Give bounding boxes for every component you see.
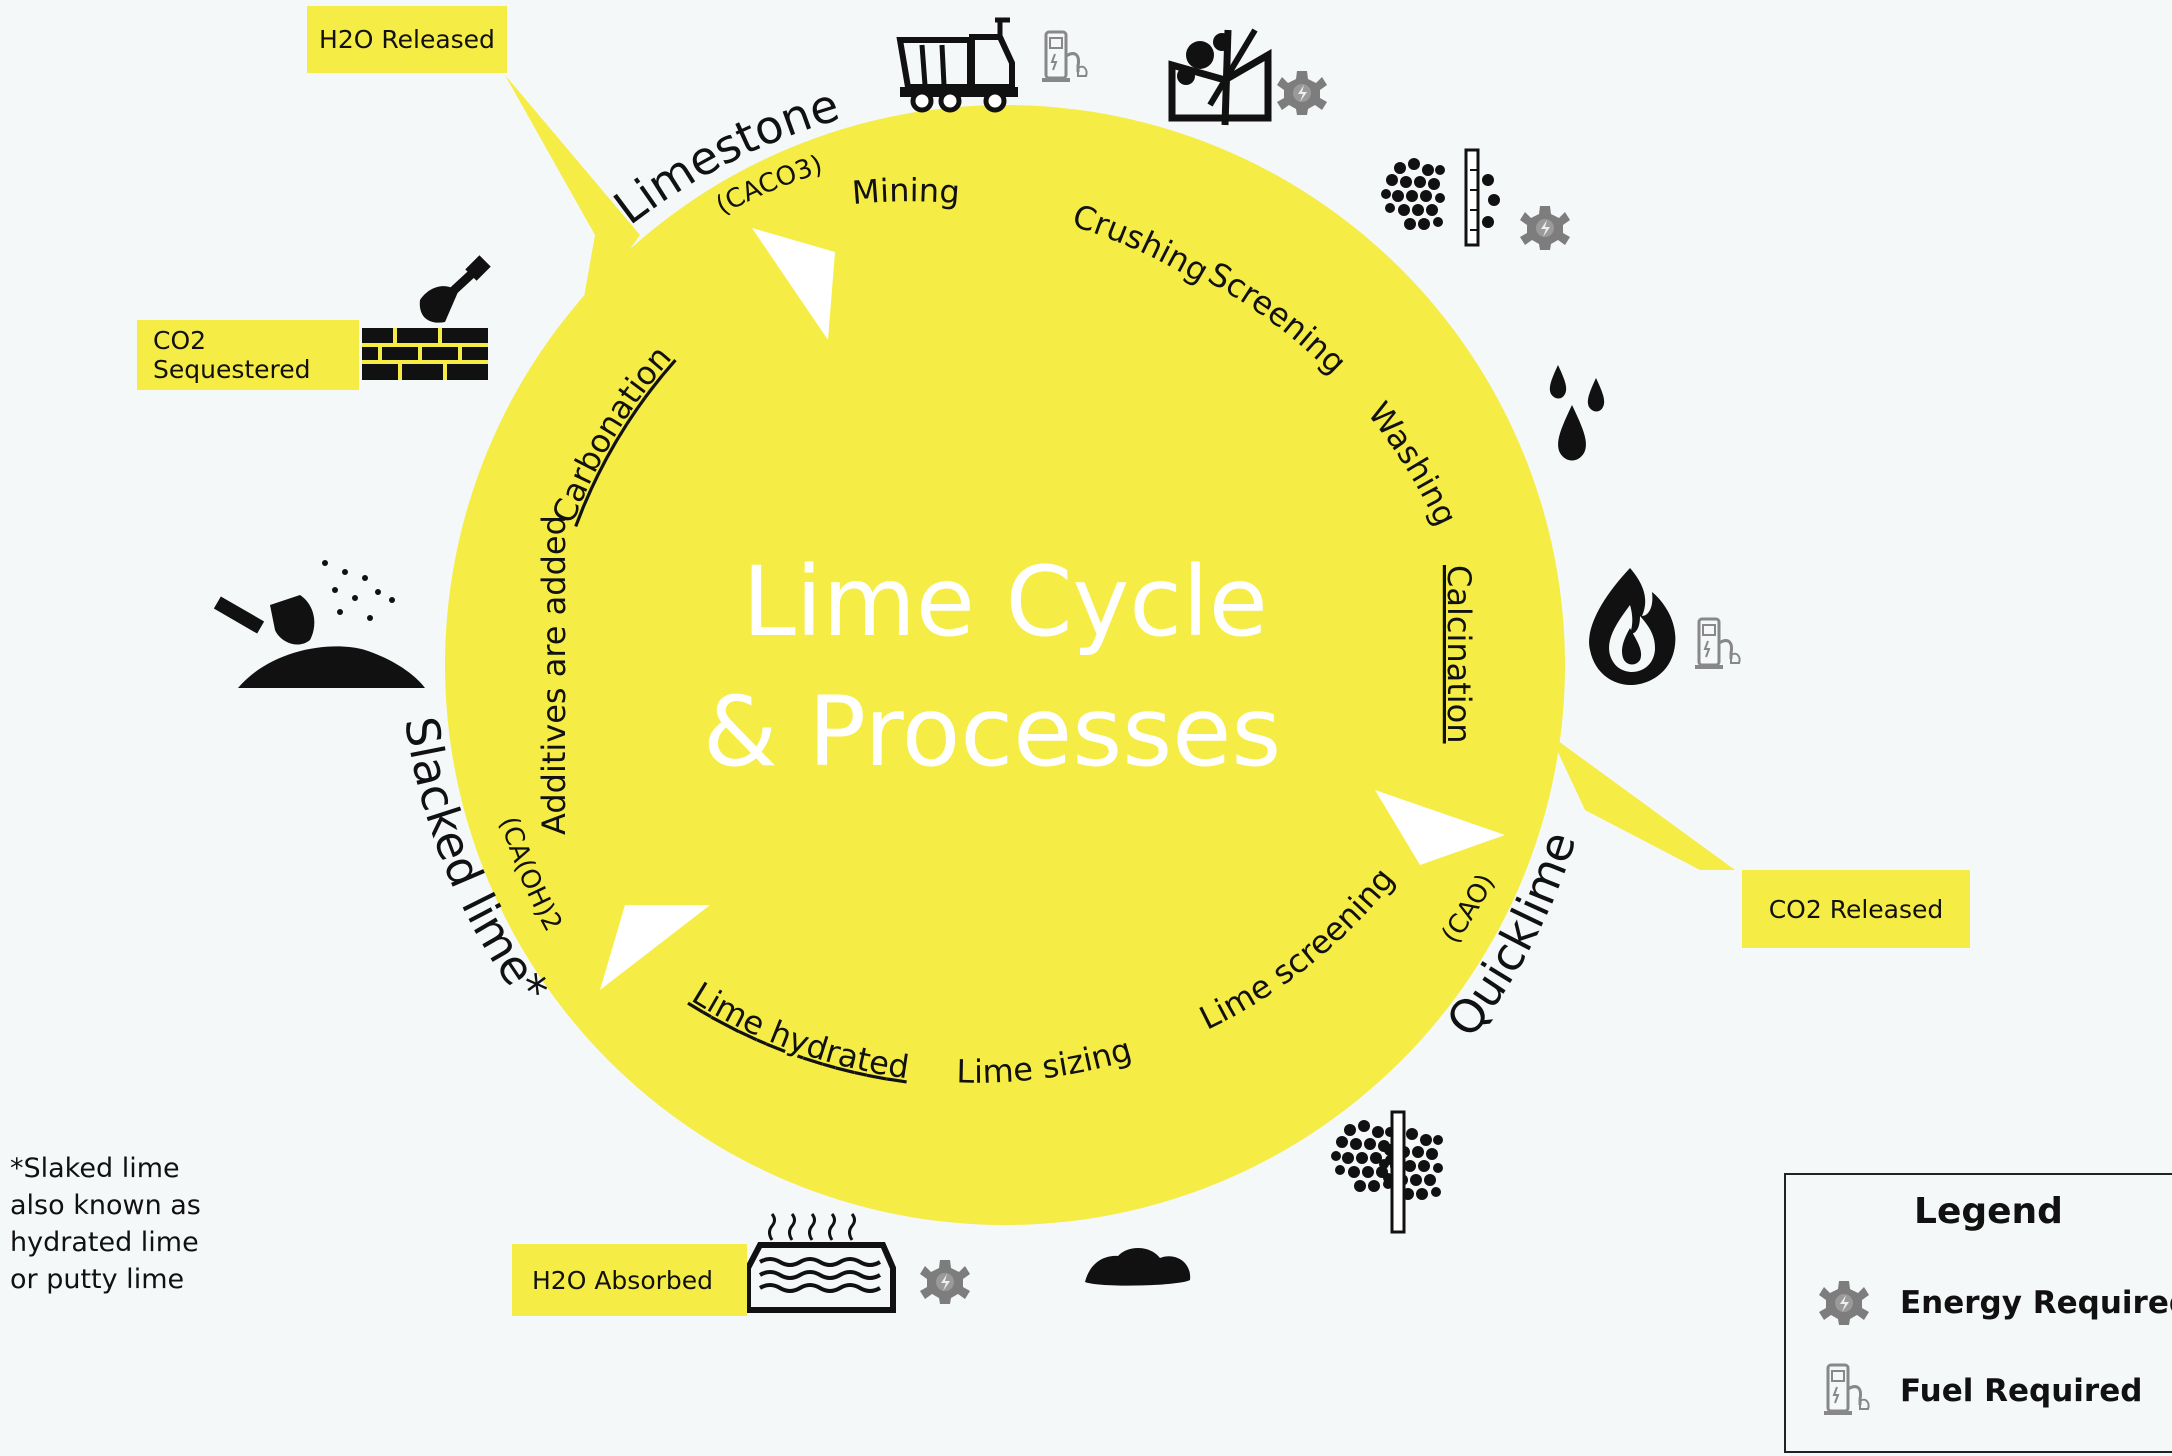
arrow-limestone [752, 228, 835, 340]
h2o-released-tail [505, 75, 640, 320]
crusher-icon [1168, 28, 1272, 126]
process-label-mining: Mining [851, 171, 962, 212]
gear-icon-screening [1520, 206, 1570, 250]
footnote-line: hydrated lime [10, 1227, 199, 1258]
legend-row-energy: Energy Required [1816, 1275, 2172, 1331]
fuel-pump-icon [1822, 1363, 1871, 1417]
callout-h2o-absorbed: H2O Absorbed [512, 1244, 747, 1316]
diagram-title-line1: Lime Cycle [742, 546, 1268, 658]
callout-h2o-released: H2O Released [307, 6, 507, 73]
process-label-additives: Additives are added [535, 515, 573, 835]
trowel-brick-icon [362, 255, 491, 380]
hydration-tank-icon [745, 1213, 896, 1313]
gear-icon-hydration [920, 1260, 970, 1304]
co2-released-tail [1550, 735, 1735, 870]
cycle-circle [445, 105, 1565, 1225]
lime-lumps-icon [1085, 1247, 1191, 1286]
gear-icon [1819, 1281, 1869, 1325]
legend-title: Legend [1914, 1191, 2063, 1232]
arrow-quicklime [1375, 790, 1505, 865]
fuel-pump-icon-calcination [1693, 617, 1742, 671]
diagram-title-line2: & Processes [703, 676, 1282, 788]
callout-co2-released: CO2 Released [1742, 870, 1970, 948]
process-label-calcination: Calcination [1440, 565, 1478, 744]
dump-truck-icon [896, 17, 1018, 113]
footnote-line: *Slaked lime [10, 1153, 180, 1184]
gravel-sieve-icon [1381, 148, 1500, 247]
footnote: *Slaked lime also known as hydrated lime… [10, 1150, 201, 1298]
quicklime-gravel-icon [1331, 1110, 1443, 1234]
fire-icon [1589, 568, 1676, 685]
footnote-line: also known as [10, 1190, 201, 1221]
water-drops-icon [1549, 365, 1605, 461]
legend-row-fuel: Fuel Required [1816, 1363, 2142, 1419]
gear-icon-crushing [1277, 71, 1327, 115]
footnote-line: or putty lime [10, 1264, 185, 1295]
legend-fuel-label: Fuel Required [1900, 1373, 2143, 1409]
legend-box: Legend Energy Required Fuel Required [1784, 1173, 2172, 1453]
callout-co2-sequestered: CO2 Sequestered [137, 320, 359, 390]
legend-energy-label: Energy Required [1900, 1285, 2172, 1321]
fuel-pump-icon-truck [1040, 30, 1089, 84]
shovel-pile-icon [213, 560, 425, 688]
arrow-slacked [600, 905, 710, 990]
